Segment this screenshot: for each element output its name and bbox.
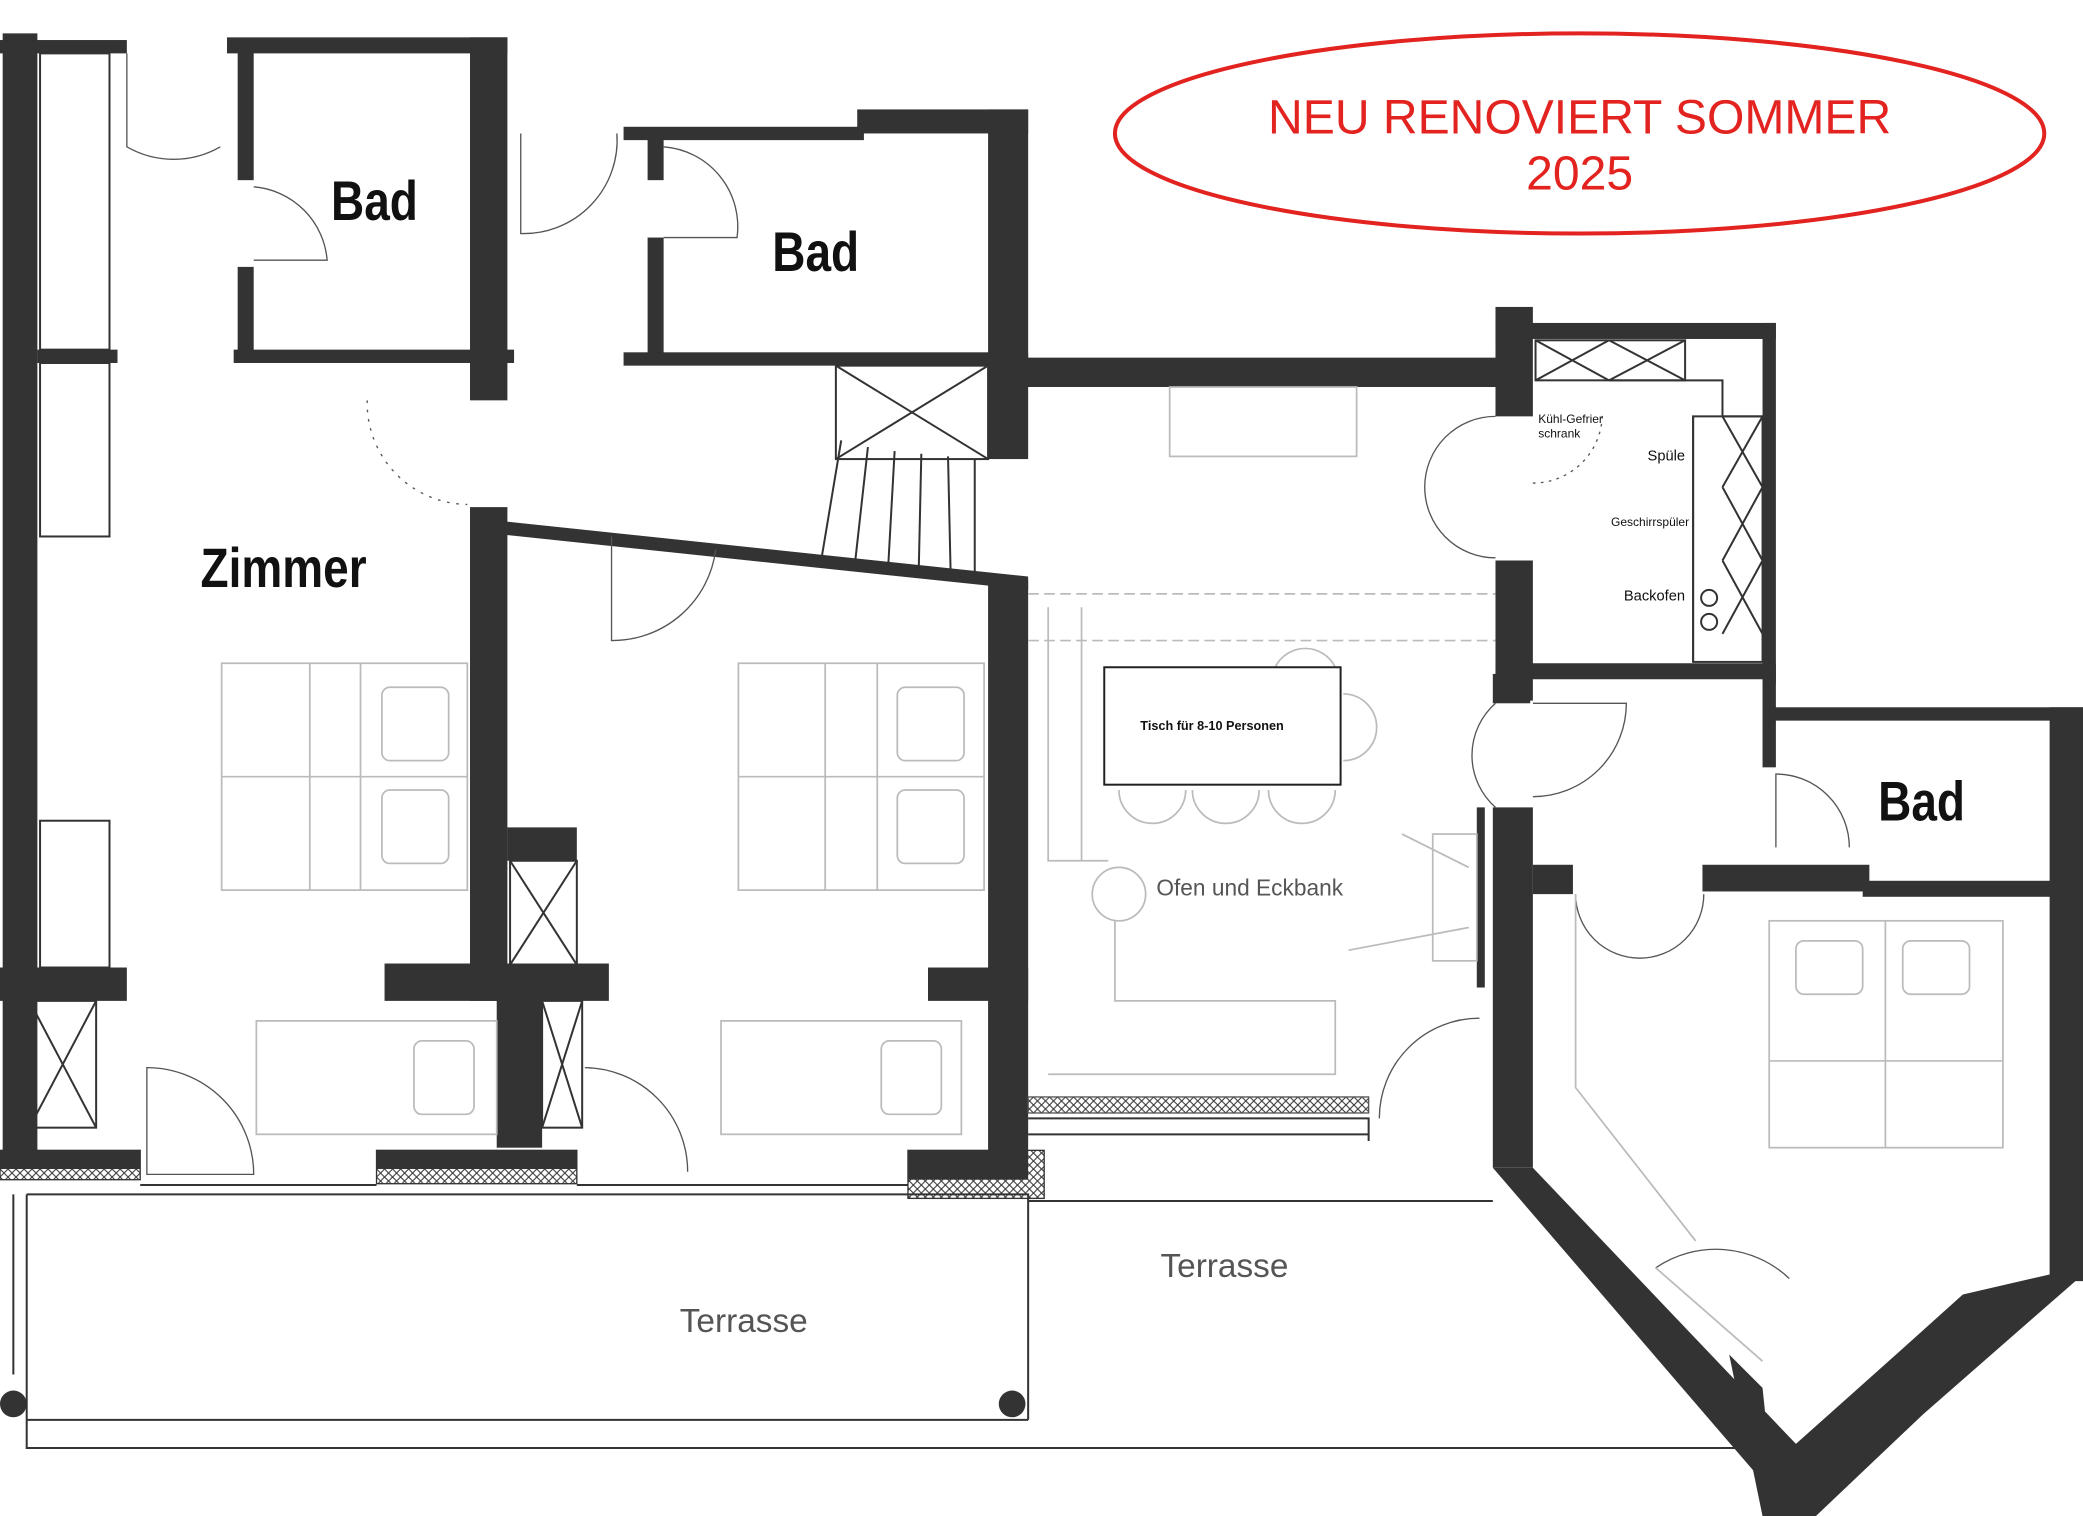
- banner-line-2: 2025: [1526, 148, 1633, 201]
- fridge-label-2: schrank: [1538, 427, 1581, 441]
- room-label-bad-1: Bad: [331, 170, 418, 232]
- walls: [0, 33, 2083, 1516]
- terrace-outline: [12, 1193, 1763, 1449]
- renovation-banner: NEU RENOVIERT SOMMER 2025: [1112, 31, 2047, 236]
- stove-label: Ofen und Eckbank: [1156, 874, 1343, 900]
- banner-line-1: NEU RENOVIERT SOMMER: [1268, 91, 1891, 144]
- table-label: Tisch für 8-10 Personen: [1140, 719, 1283, 733]
- oven-label: Backofen: [1624, 589, 1685, 605]
- dishwasher-label: Geschirrspüler: [1611, 515, 1689, 529]
- room-label-terrasse-1: Terrasse: [680, 1303, 808, 1340]
- dining-table: [1103, 666, 1342, 786]
- furniture: [220, 386, 2004, 1362]
- room-label-zimmer: Zimmer: [201, 537, 367, 599]
- fridge-label-1: Kühl-Gefrier: [1538, 412, 1603, 426]
- room-label-bad-2: Bad: [772, 221, 859, 283]
- room-label-bad-3: Bad: [1878, 770, 1965, 832]
- room-label-terrasse-2: Terrasse: [1160, 1248, 1288, 1285]
- sink-label: Spüle: [1648, 448, 1686, 464]
